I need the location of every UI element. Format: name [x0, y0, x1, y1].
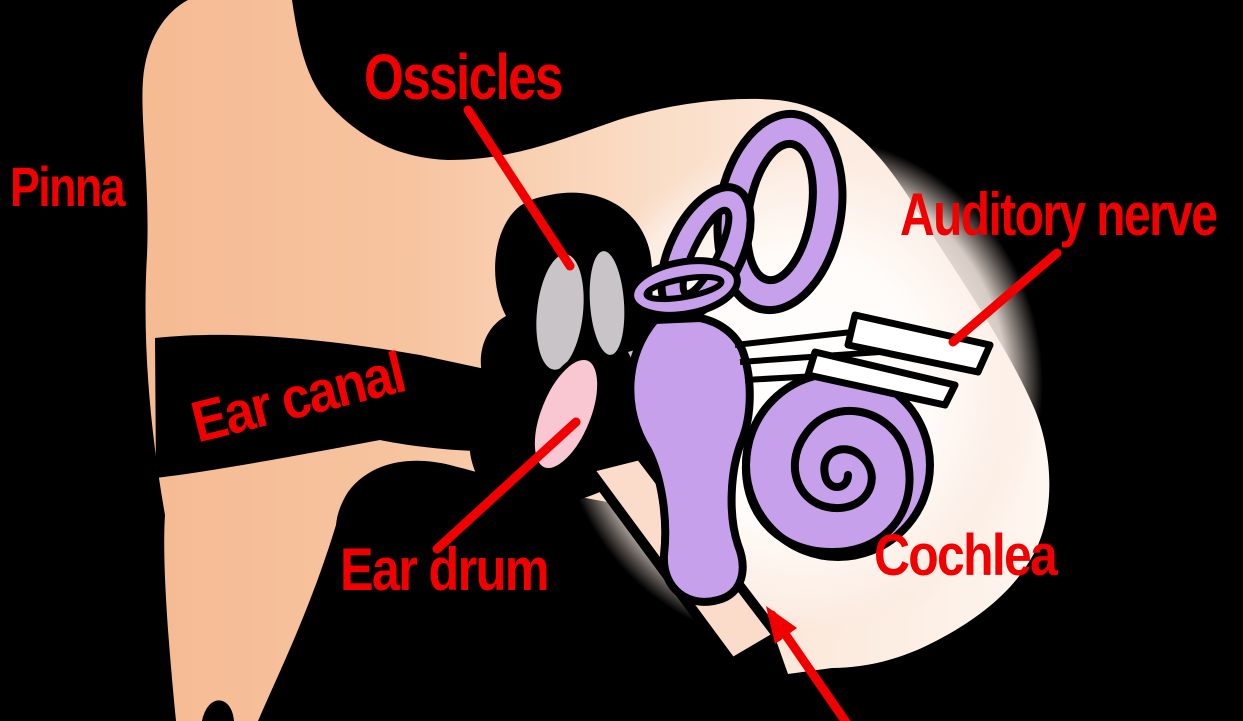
label-ear-drum: Ear drum [340, 536, 550, 603]
ear-canal-channel [155, 334, 560, 478]
label-cochlea: Cochlea [874, 523, 1058, 588]
label-ossicles: Ossicles [364, 41, 563, 113]
label-pinna: Pinna [10, 155, 126, 218]
ear-drum-leader-line [432, 417, 581, 554]
vestibule-body [626, 313, 754, 606]
nerve-trunk-lower [804, 348, 959, 409]
semicircular-canals [627, 109, 847, 321]
annotation-lines [432, 105, 1062, 721]
lateral-canal-inner-edge [643, 273, 725, 303]
superior-canal-inner-edge [679, 206, 733, 298]
auditory-nerve-leader-line [948, 248, 1062, 347]
malleus-bone [536, 254, 584, 370]
lateral-canal-ring [630, 260, 738, 316]
cochlea-spiral-line [741, 407, 914, 557]
label-auditory-nerve: Auditory nerve [900, 181, 1218, 248]
lateral-canal-outer-edge [627, 257, 741, 319]
lateral-canal-loop [627, 257, 741, 319]
ossicles-leader-line [463, 105, 575, 271]
nerve-trunk-upper [844, 311, 994, 376]
incus-bone [589, 251, 625, 355]
eustachian-tube-arrowhead [766, 606, 797, 644]
auditory-nerve-structure [734, 311, 994, 409]
